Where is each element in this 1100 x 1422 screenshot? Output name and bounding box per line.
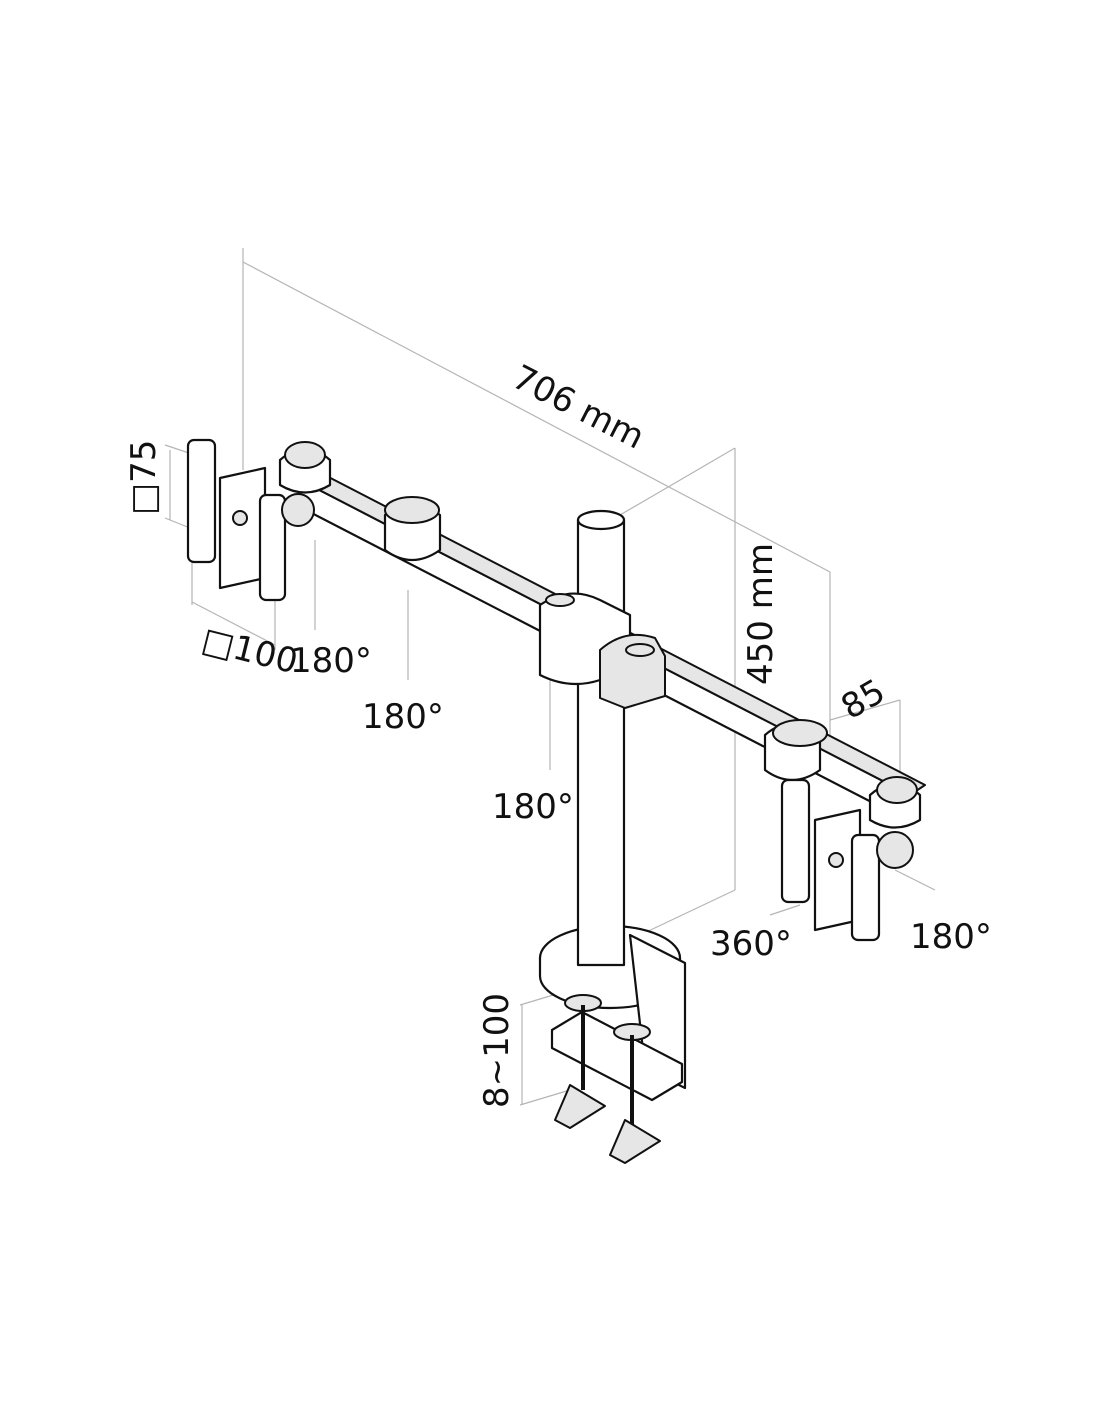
- left-tilt-rotation-label: 180°: [290, 641, 372, 681]
- offset-dimension-label: 85: [835, 672, 892, 728]
- vesa-75-label: □75: [124, 440, 164, 515]
- width-dimension-label: 706 mm: [506, 357, 651, 457]
- dimension-lines: [164, 248, 936, 1106]
- pole-assembly: [538, 509, 687, 1164]
- right-tilt-rotation-label: 180°: [910, 917, 992, 957]
- right-pivot-rotation-label: 360°: [710, 924, 792, 964]
- vesa-100-label: □100: [198, 620, 302, 682]
- left-vesa-bracket: [186, 438, 315, 602]
- right-vesa-bracket: [780, 778, 914, 942]
- center-arm-rotation-label: 180°: [492, 787, 574, 827]
- clamp-range-label: 8~100: [477, 993, 517, 1108]
- height-dimension-label: 450 mm: [741, 543, 781, 685]
- arm-beam: [278, 441, 926, 829]
- left-arm-rotation-label: 180°: [362, 697, 444, 737]
